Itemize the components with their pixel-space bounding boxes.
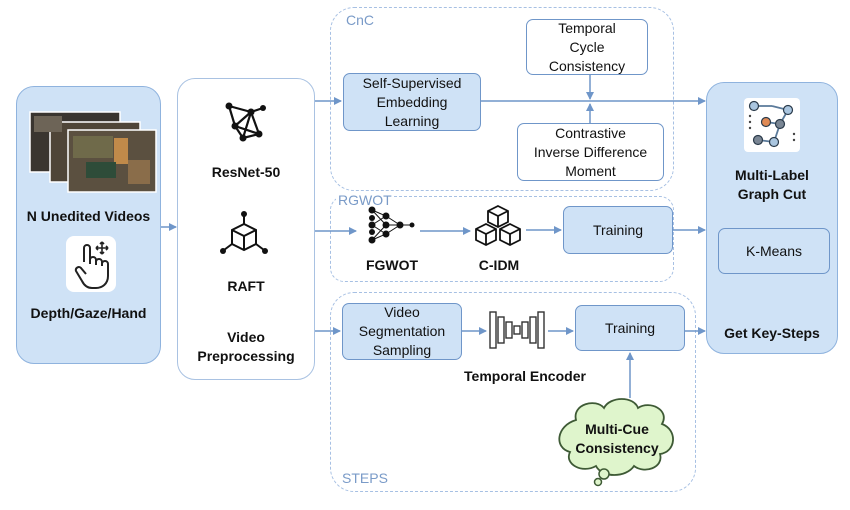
encoder-label: Temporal Encoder [464,368,586,384]
ssl-box: Self-Supervised Embedding Learning [343,73,481,131]
steps-section-label: STEPS [340,470,390,486]
cloud-label: Multi-Cue Consistency [575,421,659,456]
modalities-label: Depth/Gaze/Hand [30,305,147,321]
keysteps-label: Get Key-Steps [724,325,820,341]
cube-network-icon [220,211,268,254]
raft-label: RAFT [227,278,265,294]
neural-net-icon [368,206,415,244]
cnc-section [330,7,674,191]
graph-cut-label: Multi-Label Graph Cut [735,167,809,202]
graph-nodes-icon [744,98,800,152]
hand-touch-icon-frame [66,236,116,292]
cnc-section-label: CnC [344,12,377,28]
videos-label: N Unedited Videos [26,208,151,224]
hand-touch-icon [74,241,109,289]
rgwot-section [330,196,674,282]
steps-section [330,292,696,492]
cidm-box: Contrastive Inverse Difference Moment [517,123,664,181]
rgwot-training-box: Training [563,206,673,254]
preprocessing-title: Video Preprocessing [197,329,295,364]
kmeans-box: K-Means [718,228,830,274]
rgwot-section-label: RGWOT [336,192,394,208]
steps-training-box: Training [575,305,685,351]
vss-box: Video Segmentation Sampling [342,303,462,360]
tcc-box: Temporal Cycle Consistency [526,19,648,75]
cidm-label: C-IDM [478,257,520,273]
stacked-cubes-icon [475,204,521,247]
encoder-funnel-icon [489,311,545,349]
video-frames-icon [29,111,157,193]
multi-cue-cloud [558,398,674,487]
resnet-label: ResNet-50 [211,164,281,180]
network-graph-icon [225,102,266,142]
fgwot-label: FGWOT [365,257,419,273]
